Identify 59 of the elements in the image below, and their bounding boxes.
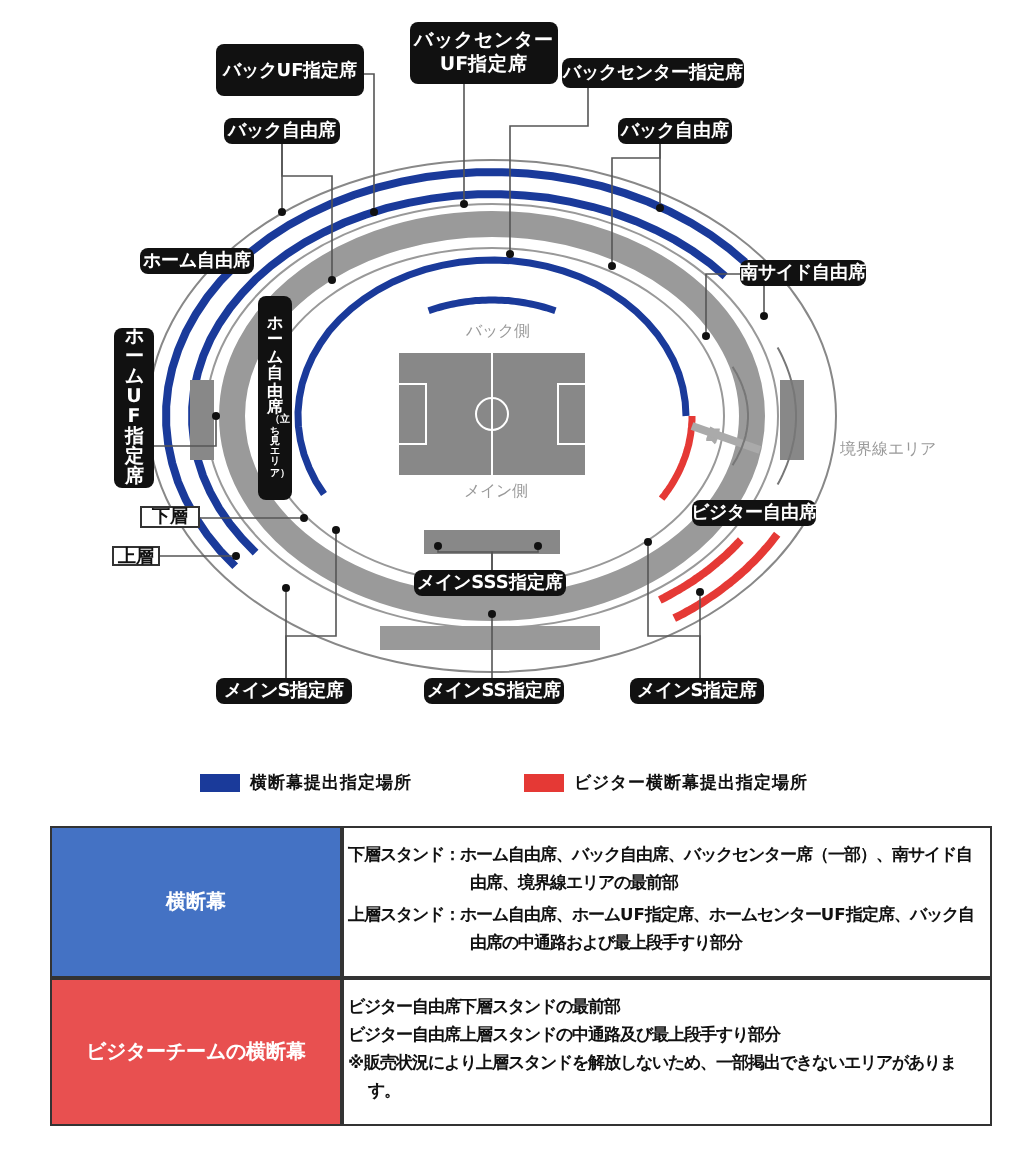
seat-label: メインS指定席 — [216, 678, 352, 704]
tier-label: 上層 — [112, 546, 160, 566]
description-text: ビジター自由席上層スタンドの中通路及び最上段手すり部分 — [348, 1022, 783, 1048]
seat-label: ホームUF指定席 — [114, 328, 154, 488]
area-label: メイン側 — [464, 480, 528, 502]
location-dot — [608, 262, 616, 270]
legend-text: ビジター横断幕提出指定場所 — [574, 772, 808, 796]
location-dot — [506, 250, 514, 258]
seat-label: バックUF指定席 — [216, 44, 364, 96]
location-dot — [656, 204, 664, 212]
description-text: 下層スタンド：ホーム自由席、バック自由席、バックセンター席（一部）、南サイド自由席、境界線エリアの最前部 — [348, 842, 974, 896]
header-cell: ビジターチームの横断幕 — [52, 978, 340, 1124]
location-dot — [534, 542, 542, 550]
leader-line — [285, 533, 337, 679]
seat-label: ホーム自由席 — [140, 248, 254, 274]
seat-label: メインSSS指定席 — [414, 570, 566, 596]
location-dot — [278, 208, 286, 216]
tier-label: 下層 — [140, 506, 200, 528]
leader-line — [363, 73, 375, 209]
leader-line — [159, 555, 233, 557]
location-dot — [696, 588, 704, 596]
seat-label: バックセンター指定席 — [562, 58, 744, 88]
leader-line — [491, 617, 493, 679]
leader-line — [281, 143, 333, 277]
location-dot — [460, 200, 468, 208]
leader-line — [611, 143, 661, 263]
location-dot — [434, 542, 442, 550]
location-dot — [328, 276, 336, 284]
seat-label: バック自由席 — [618, 118, 732, 144]
location-dot — [300, 514, 308, 522]
leader-line — [763, 285, 765, 313]
location-dot — [702, 332, 710, 340]
leader-line — [199, 517, 301, 519]
description-text: ビジター自由席下層スタンドの最前部 — [348, 994, 623, 1020]
seat-label: バック自由席 — [224, 118, 340, 144]
description-text: 上層スタンド：ホーム自由席、ホームUF指定席、ホームセンターUF指定席、バック自由席の中通路および最上段手すり部分 — [348, 902, 976, 956]
leader-line — [491, 549, 539, 571]
description-text: ※販売状況により上層スタンドを解放しないため、一部掲出できないエリアがあります。 — [348, 1050, 959, 1104]
leader-line — [153, 419, 217, 447]
area-label: バック側 — [466, 320, 530, 342]
location-dot — [212, 412, 220, 420]
location-dot — [488, 610, 496, 618]
seat-label: ビジター自由席 — [692, 500, 816, 526]
seat-label: バックセンターUF指定席 — [410, 22, 558, 84]
leader-line — [509, 87, 589, 251]
location-dot — [760, 312, 768, 320]
location-dot — [370, 208, 378, 216]
location-dot — [282, 584, 290, 592]
location-dot — [232, 552, 240, 560]
location-dot — [332, 526, 340, 534]
seat-label: メインSS指定席 — [424, 678, 564, 704]
legend-text: 横断幕提出指定場所 — [250, 772, 412, 796]
area-label: 境界線エリア — [840, 438, 936, 460]
seat-label: メインS指定席 — [630, 678, 764, 704]
leader-line — [463, 83, 465, 201]
seat-label: 南サイド自由席 — [740, 260, 866, 286]
header-cell: 横断幕 — [52, 828, 340, 976]
location-dot — [644, 538, 652, 546]
leader-line — [705, 273, 741, 333]
